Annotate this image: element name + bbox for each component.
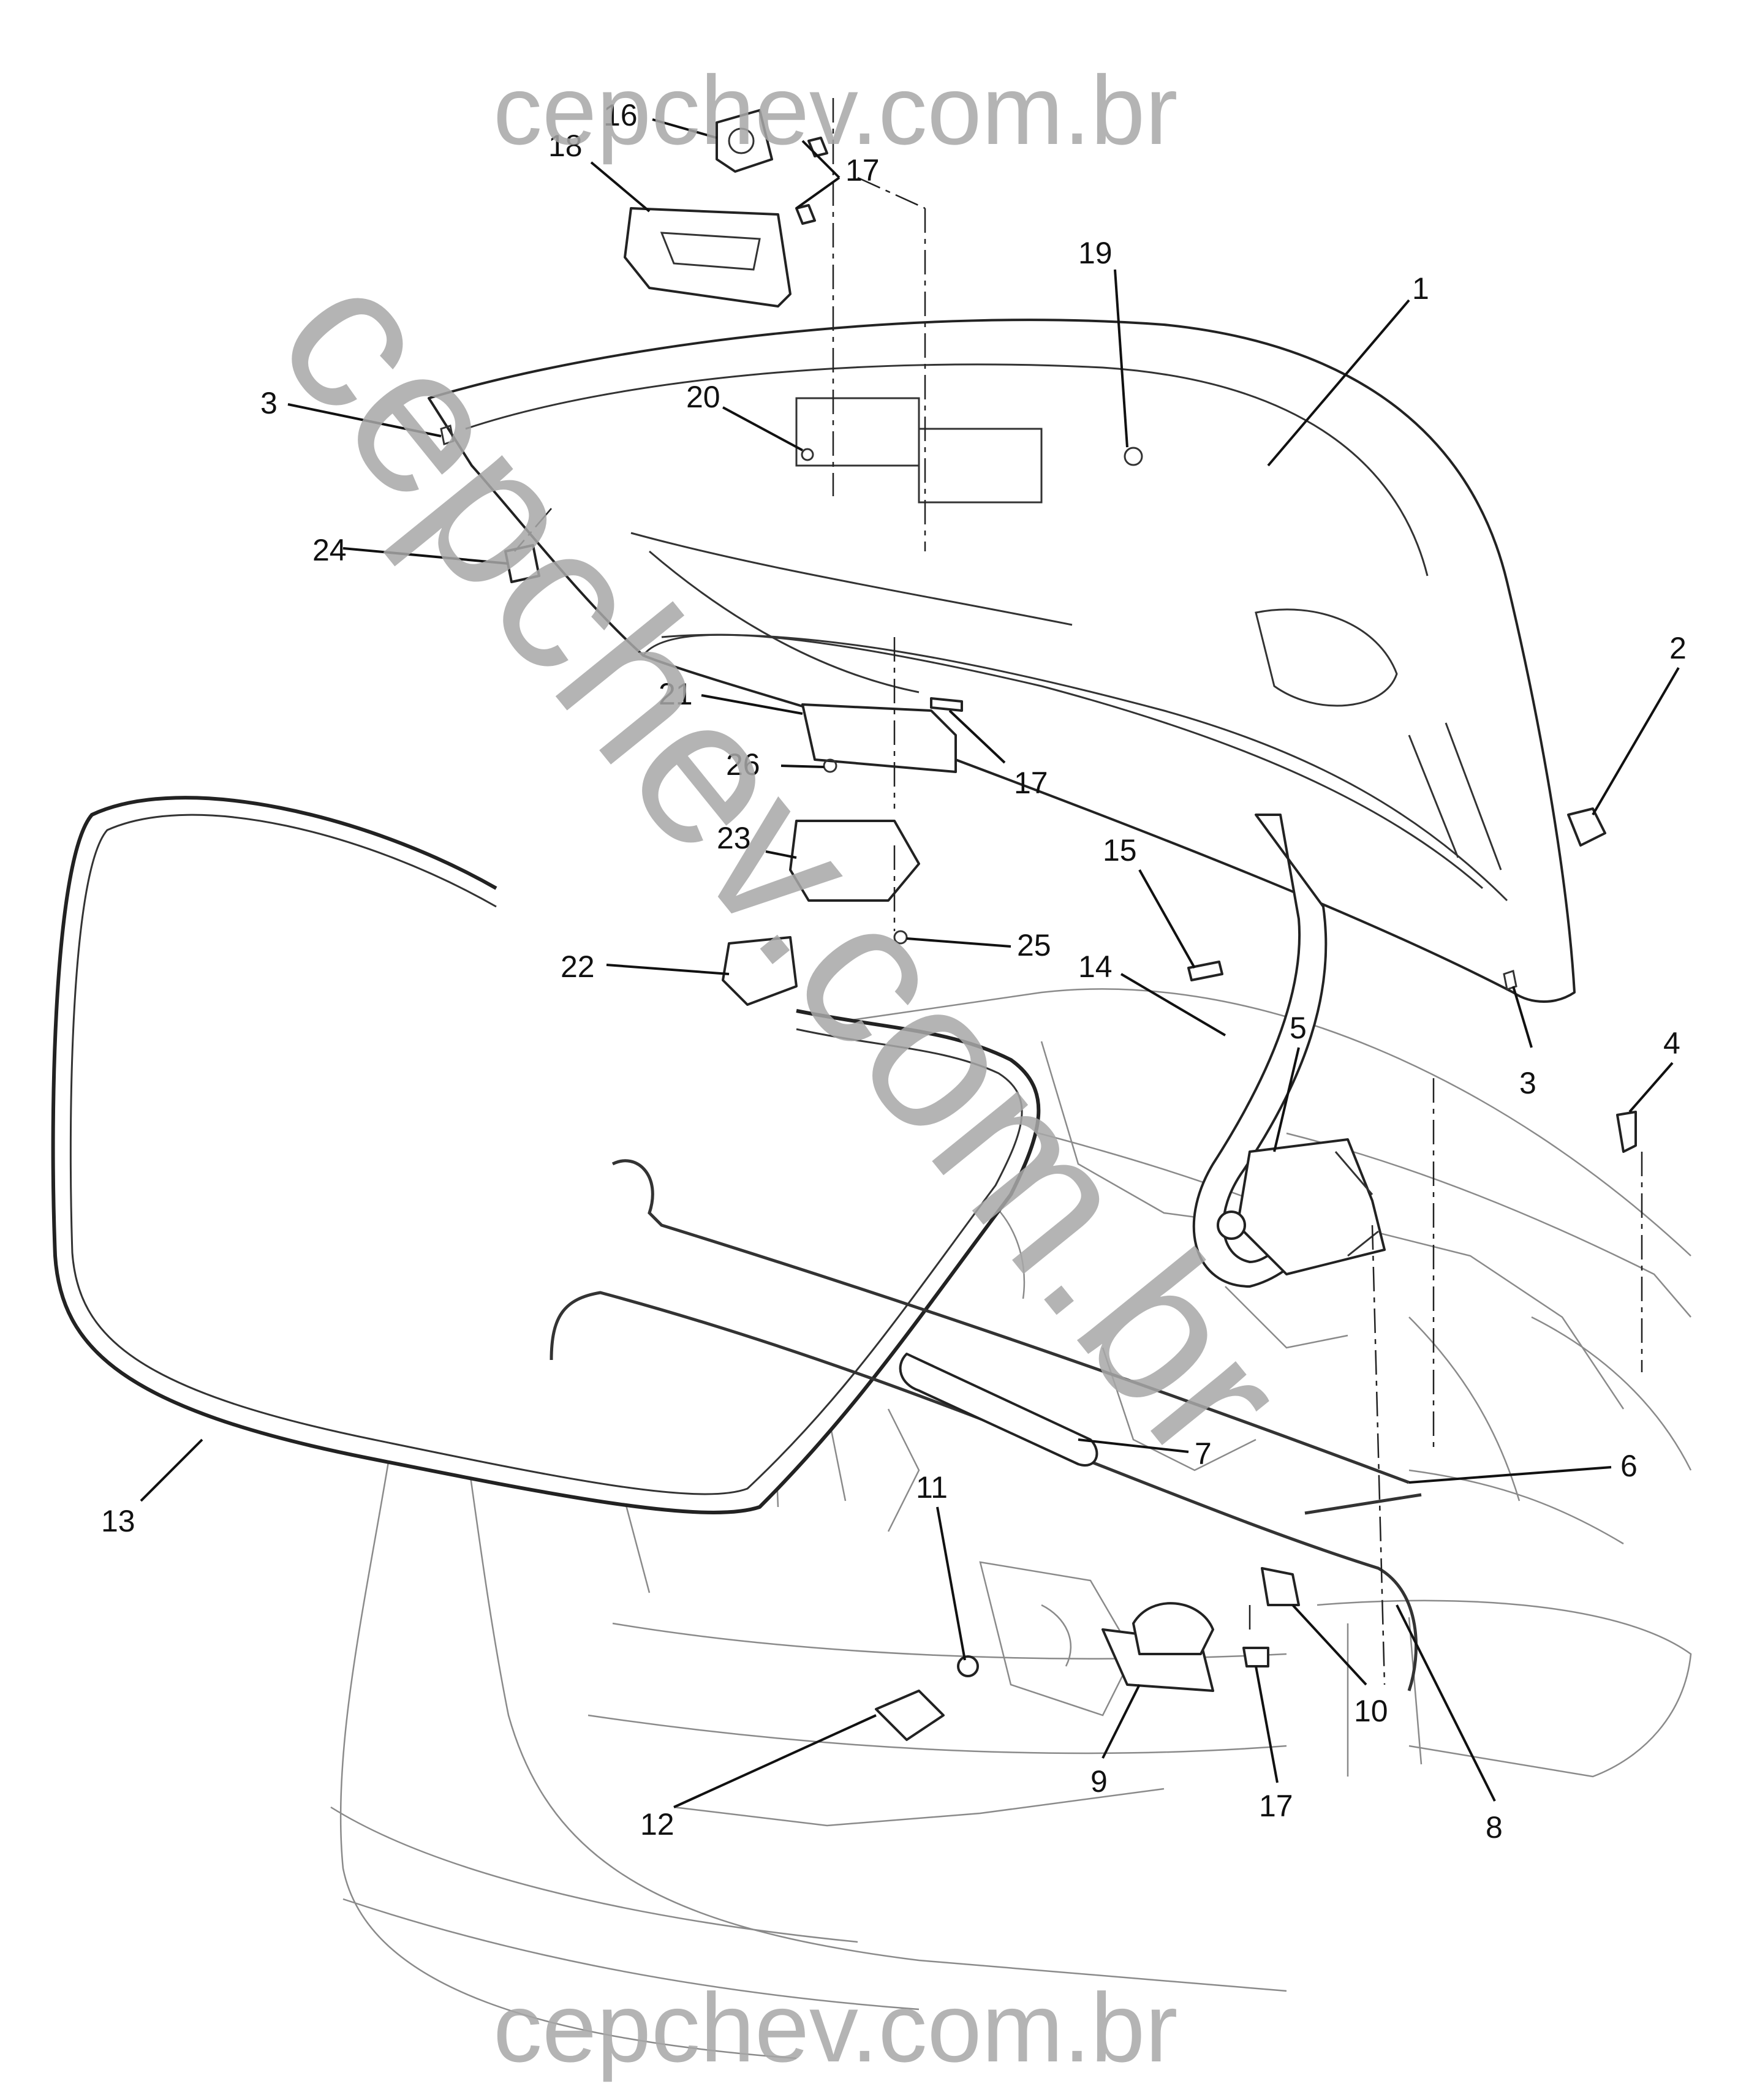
callout-17: 17 xyxy=(1014,766,1048,800)
plug-a xyxy=(440,425,455,445)
nut xyxy=(1124,447,1143,466)
callout-17: 17 xyxy=(1259,1789,1293,1823)
latch xyxy=(789,820,920,902)
callout-5: 5 xyxy=(1290,1011,1307,1045)
callout-20: 20 xyxy=(686,380,720,414)
callout-23: 23 xyxy=(717,821,751,855)
callout-13: 13 xyxy=(101,1504,135,1538)
callout-24: 24 xyxy=(312,533,347,567)
release-switch xyxy=(1101,1567,1300,1692)
watermark-bottom: cepchev.com.br xyxy=(493,1973,1178,2082)
applique xyxy=(624,207,792,308)
callout-26: 26 xyxy=(726,747,760,782)
bumper xyxy=(504,544,540,583)
callout-1: 1 xyxy=(1412,271,1429,306)
connector xyxy=(930,697,963,712)
callout-16: 16 xyxy=(603,98,638,132)
connector-17 xyxy=(1242,1647,1269,1668)
bolt-25 xyxy=(893,930,908,945)
support-rod xyxy=(899,1353,1098,1467)
callout-4: 4 xyxy=(1663,1026,1680,1060)
small-parts xyxy=(440,109,1637,1668)
bolt-15 xyxy=(1187,961,1223,981)
callout-12: 12 xyxy=(640,1807,674,1841)
latch-cover xyxy=(801,703,957,773)
plug-b xyxy=(1503,970,1517,991)
callout-25: 25 xyxy=(1017,928,1051,962)
clip xyxy=(801,448,814,461)
latch-assembly xyxy=(722,703,957,1006)
trunk-lid xyxy=(428,319,1576,1003)
callout-2: 2 xyxy=(1669,631,1687,665)
callout-17: 17 xyxy=(845,153,880,187)
callout-10: 10 xyxy=(1354,1694,1388,1728)
callout-15: 15 xyxy=(1103,833,1137,867)
rod-clip xyxy=(875,1655,979,1741)
bumper-side xyxy=(1567,807,1606,847)
camera xyxy=(716,109,773,173)
callout-7: 7 xyxy=(1195,1437,1212,1471)
callout-9: 9 xyxy=(1090,1764,1108,1799)
callout-21: 21 xyxy=(659,677,693,711)
callout-8: 8 xyxy=(1486,1810,1503,1845)
weatherstrip xyxy=(51,796,1041,1514)
centerlines xyxy=(514,98,1643,1685)
callout-18: 18 xyxy=(548,129,583,163)
callout-6: 6 xyxy=(1620,1449,1638,1483)
hinge-bracket xyxy=(1217,1138,1386,1275)
callout-19: 19 xyxy=(1078,236,1113,270)
watermark-top: cepchev.com.br xyxy=(493,55,1178,165)
callout-22: 22 xyxy=(561,950,595,984)
bolt xyxy=(1616,1111,1637,1153)
callout-14: 14 xyxy=(1078,950,1113,984)
callout-3: 3 xyxy=(260,386,278,420)
leader-lines xyxy=(140,118,1680,1808)
callout-3: 3 xyxy=(1519,1066,1536,1100)
callout-labels: 1 2 3 3 4 5 6 7 8 9 10 11 12 13 14 15 16… xyxy=(101,98,1687,1845)
callout-11: 11 xyxy=(916,1470,948,1505)
bulb-socket-b xyxy=(795,204,816,225)
